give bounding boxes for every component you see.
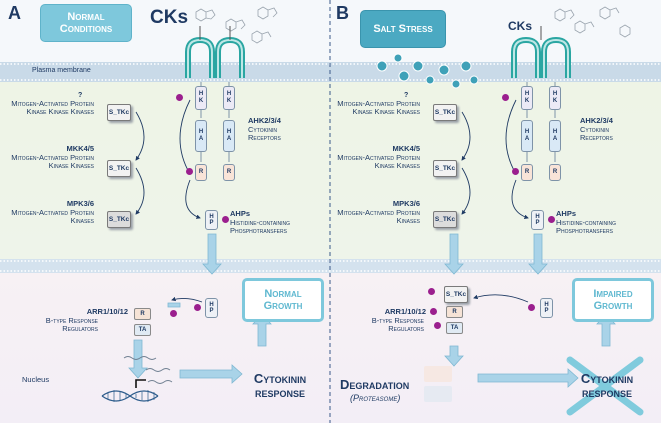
mrna-strands xyxy=(123,356,173,384)
mkk-name-a: MKK4/5 xyxy=(66,144,94,153)
mpk-name-b: MPK3/6 xyxy=(392,199,420,208)
phospho-dot xyxy=(434,322,441,329)
mkk-label-b: Mitogen-Activated Protein Kinase Kinases xyxy=(337,153,420,170)
mapk-kinase-a: S_TKc xyxy=(107,211,131,228)
phospho-dot xyxy=(194,304,201,311)
outcome-box-normal: Normal Growth xyxy=(242,278,324,322)
cytokinin-molecules-a xyxy=(195,6,278,44)
phospho-dot xyxy=(528,304,535,311)
cytokinin-molecules-b xyxy=(554,6,631,38)
mapkkk-label-b: Mitogen-Activated Protein Kinase Kinase … xyxy=(337,99,420,116)
mpk-label-b: Mitogen-Activated Protein Kinases xyxy=(337,208,420,225)
response-label-a: Cytokinin response xyxy=(253,371,307,401)
phospho-dot xyxy=(430,308,437,315)
mkk-name-b: MKK4/5 xyxy=(392,144,420,153)
arr-name-b: ARR1/10/12 xyxy=(384,307,426,316)
ahk-label-b: Cytokinin Receptors xyxy=(580,125,613,142)
phospho-dot xyxy=(512,168,519,175)
ahk-name-b: AHK2/3/4 xyxy=(580,116,613,125)
mkk-label-a: Mitogen-Activated Protein Kinase Kinases xyxy=(11,153,94,170)
panel-letter-b: B xyxy=(336,3,349,23)
mapkkk-kinase-a: S_TKc xyxy=(107,104,131,121)
proteasome-label: (Proteasome) xyxy=(350,393,401,403)
rr-domain-b1: R xyxy=(521,164,533,181)
degradation-label: Degradation xyxy=(340,377,410,392)
phospho-dot xyxy=(176,94,183,101)
nucleus-label: Nucleus xyxy=(22,375,50,384)
panel-letter-a: A xyxy=(8,3,21,23)
receptor-loops-b xyxy=(511,26,571,78)
transcription-start xyxy=(135,379,146,388)
mpk-to-arr-arrow-b xyxy=(473,294,529,303)
mapkkk-kinase-b: S_TKc xyxy=(433,104,457,121)
ahp-name-b: AHPs xyxy=(556,209,577,218)
arr-ta-domain-a: TA xyxy=(134,324,151,336)
condition-box-salt: Salt Stress xyxy=(360,10,446,48)
mpk-kinase-nuc-b: S_TKc xyxy=(444,286,468,303)
arr-r-domain-a: R xyxy=(134,308,151,320)
condition-label-normal: Normal Conditions xyxy=(59,10,113,35)
outcome-label-normal: Normal Growth xyxy=(263,287,303,312)
outcome-box-impaired: Impaired Growth xyxy=(572,278,654,322)
mapkkk-question-a: ? xyxy=(78,92,83,99)
phospho-dot xyxy=(170,310,177,317)
mapkk-kinase-b: S_TKc xyxy=(433,160,457,177)
phospho-dot xyxy=(428,288,435,295)
mapk-kinase-b: S_TKc xyxy=(433,211,457,228)
arr-r-domain-b: R xyxy=(446,306,463,318)
response-cross xyxy=(566,356,644,416)
phospho-dot xyxy=(548,216,555,223)
arr-label-b: B-type Response Regulators xyxy=(371,316,424,333)
phospho-dot xyxy=(222,216,229,223)
ahk-label-a: Cytokinin Receptors xyxy=(248,125,281,142)
hp-to-arr-arrow-a xyxy=(171,296,203,303)
condition-label-salt: Salt Stress xyxy=(373,22,433,35)
rr-domain-a1: R xyxy=(195,164,207,181)
flow-arrows-a xyxy=(128,233,272,384)
cks-label-b: CKs xyxy=(508,19,533,33)
flow-arrows-b xyxy=(444,233,616,388)
receptor-loops-a xyxy=(185,26,245,78)
mpk-name-a: MPK3/6 xyxy=(66,199,94,208)
mapk-cascade-arrows-a xyxy=(135,99,201,219)
rr-domain-b2: R xyxy=(549,164,561,181)
mapkk-kinase-a: S_TKc xyxy=(107,160,131,177)
salt-ions xyxy=(376,53,479,89)
ahp-name-a: AHPs xyxy=(230,209,251,218)
cks-label-a: CKs xyxy=(150,7,189,28)
dna-helix xyxy=(101,390,159,402)
mpk-label-a: Mitogen-Activated Protein Kinases xyxy=(11,208,94,225)
ahp-label-b: Histidine-containing Phosphotransfers xyxy=(556,218,617,235)
phospho-dot xyxy=(186,168,193,175)
mapk-cascade-arrows-b xyxy=(461,99,529,219)
phospho-dot xyxy=(502,94,509,101)
rr-domain-a2: R xyxy=(223,164,235,181)
arr-ta-domain-b: TA xyxy=(446,322,463,334)
degraded-r-domain xyxy=(424,366,452,382)
outcome-label-impaired: Impaired Growth xyxy=(593,287,633,312)
mapkkk-question-b: ? xyxy=(404,92,409,99)
arr-label-a: B-type Response Regulators xyxy=(45,316,98,333)
response-label-b: Cytokinin response xyxy=(580,371,634,401)
ahk-name-a: AHK2/3/4 xyxy=(248,116,281,125)
ahp-label-a: Histidine-containing Phosphotransfers xyxy=(230,218,291,235)
condition-box-normal: Normal Conditions xyxy=(40,4,132,42)
degraded-ta-domain xyxy=(424,386,452,402)
mapkkk-label-a: Mitogen-Activated Protein Kinase Kinase … xyxy=(11,99,94,116)
arr-name-a: ARR1/10/12 xyxy=(86,307,128,316)
plasma-membrane-label: Plasma membrane xyxy=(32,67,91,74)
